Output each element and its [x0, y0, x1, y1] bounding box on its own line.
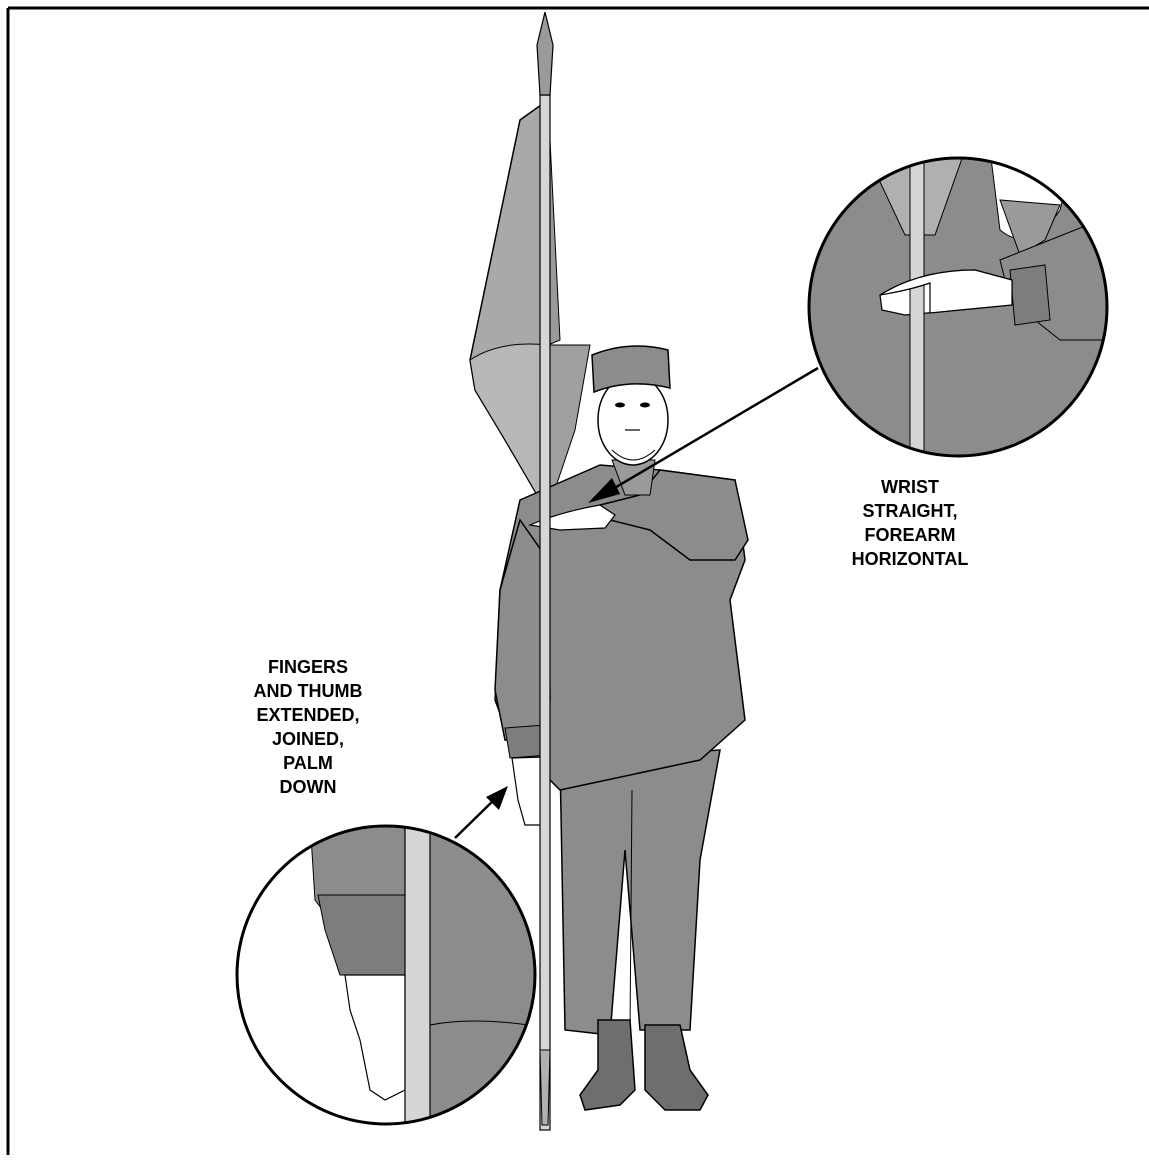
fingers-label-line: EXTENDED, [256, 705, 359, 725]
hand-detail-inset [230, 820, 560, 1140]
fingers-label-line: JOINED, [272, 729, 344, 749]
staff-spearhead [537, 12, 553, 95]
left-boot [580, 1020, 635, 1110]
wrist-label-line: HORIZONTAL [852, 549, 969, 569]
wrist-label-line: WRIST [881, 477, 939, 497]
wrist-label-line: FOREARM [865, 525, 956, 545]
fingers-label-line: DOWN [280, 777, 337, 797]
fingers-label-line: PALM [283, 753, 333, 773]
wrist-label: WRIST STRAIGHT, FOREARM HORIZONTAL [852, 477, 969, 569]
wrist-label-line: STRAIGHT, [862, 501, 957, 521]
wrist-detail-inset [800, 150, 1120, 470]
fingers-label-line: FINGERS [268, 657, 348, 677]
guidon-flag [470, 100, 590, 510]
fingers-label-line: AND THUMB [254, 681, 363, 701]
fingers-label: FINGERS AND THUMB EXTENDED, JOINED, PALM… [254, 657, 363, 797]
right-boot [645, 1025, 708, 1110]
soldier-head [598, 375, 668, 465]
hand-arrow [455, 797, 497, 838]
guidon-staff [537, 12, 553, 1130]
